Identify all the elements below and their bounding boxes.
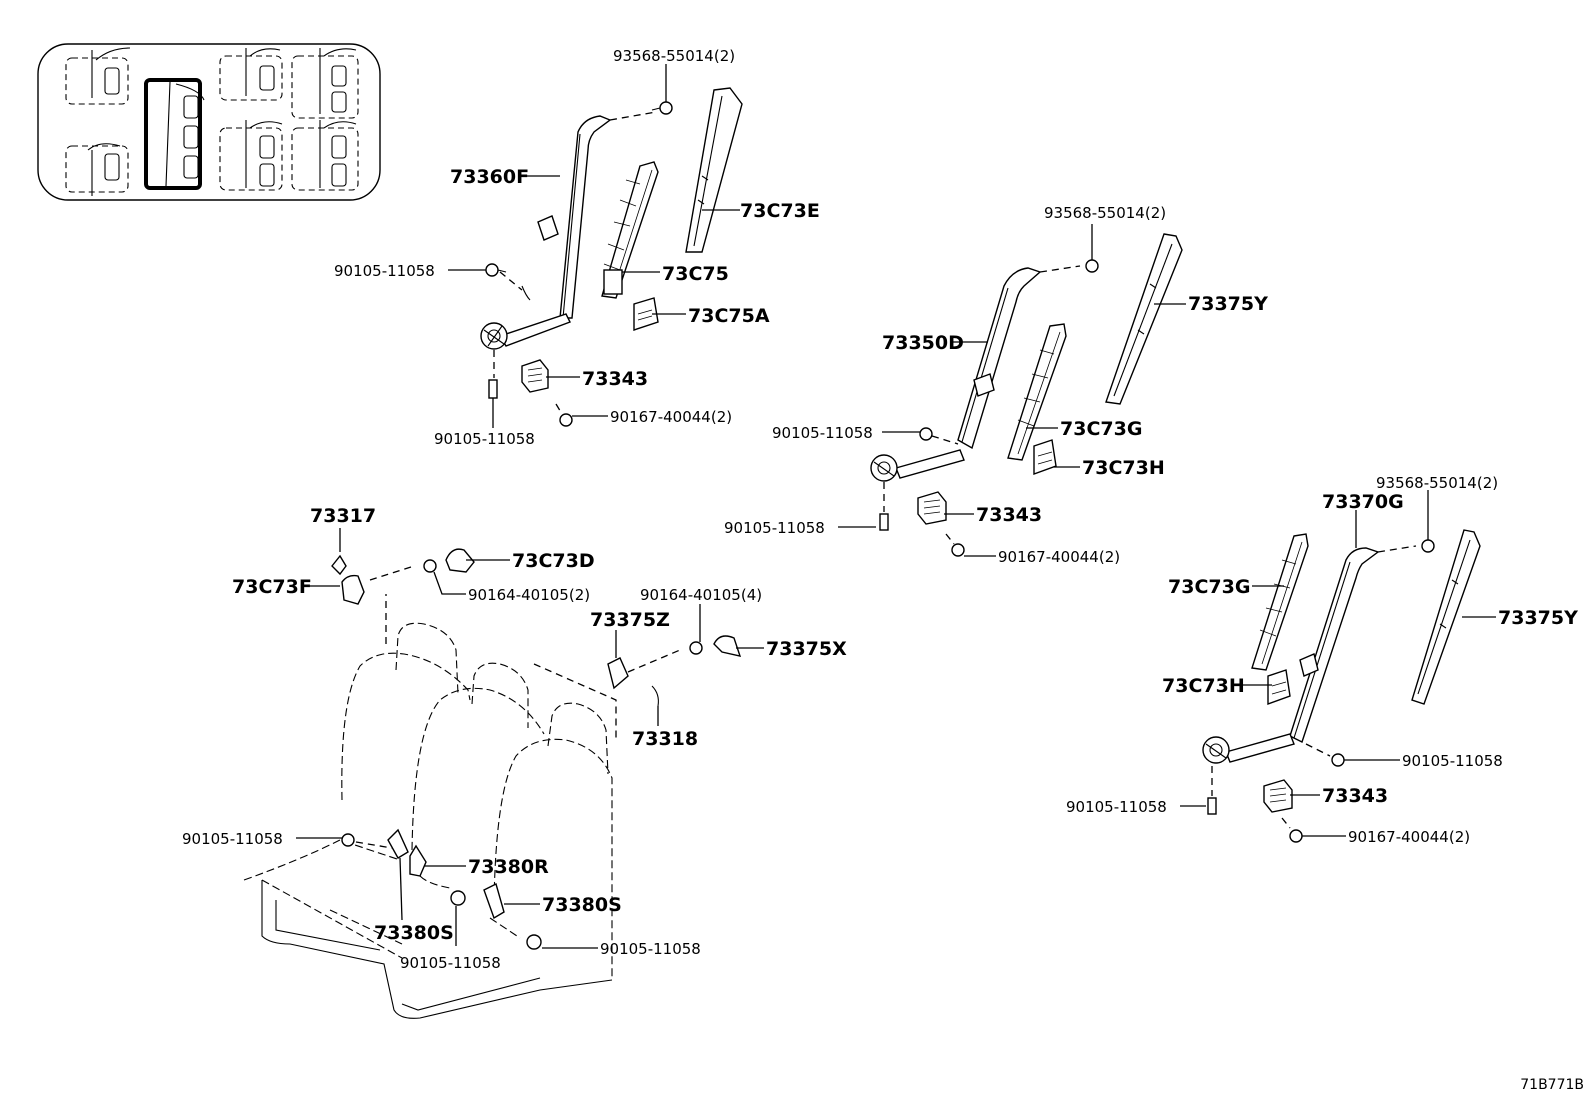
label-73375Z: 73375Z [590, 609, 670, 631]
label-73C73G-b: 73C73G [1168, 576, 1250, 598]
vehicle-seat-locator [37, 43, 381, 201]
label-90105-11058-c: 90105-11058 [772, 424, 873, 442]
belt-assembly-73370G [1202, 539, 1435, 843]
label-73C73E: 73C73E [740, 200, 820, 222]
label-73C73F: 73C73F [232, 576, 312, 598]
bench-belt-parts [331, 548, 742, 950]
label-90105-11058-a: 90105-11058 [334, 262, 435, 280]
label-90105-11058-i: 90105-11058 [600, 940, 701, 958]
illustration-code: 71B771B [1520, 1077, 1584, 1093]
anchor-cover-73343-c [1263, 779, 1293, 813]
label-73375Y-b: 73375Y [1498, 607, 1578, 629]
label-73350D: 73350D [882, 332, 964, 354]
trim-73C73E [685, 87, 743, 253]
label-90164-40105-a: 90164-40105(2) [468, 586, 590, 604]
cover-73C73H-b [1267, 669, 1291, 705]
label-73C75: 73C75 [662, 263, 729, 285]
bench-seat [243, 565, 681, 1019]
guide-73C73G-b [1251, 533, 1309, 671]
label-73C73H-a: 73C73H [1082, 457, 1165, 479]
group2-labels: 93568-55014(2) 73375Y 73350D 90105-11058… [724, 204, 1268, 566]
label-73317: 73317 [310, 505, 376, 527]
label-73C73G-a: 73C73G [1060, 418, 1142, 440]
label-90105-11058-h: 90105-11058 [400, 954, 501, 972]
guide-73C75 [601, 161, 659, 299]
cover-73C75A [633, 297, 659, 331]
label-90105-11058-f: 90105-11058 [1066, 798, 1167, 816]
anchor-cover-73343-b [917, 491, 947, 525]
label-90167-40044-c: 90167-40044(2) [1348, 828, 1470, 846]
label-73375X: 73375X [766, 638, 847, 660]
anchor-cover-73343-a [521, 359, 549, 393]
group1-labels: 93568-55014(2) 73360F 73C73E 90105-11058… [334, 47, 820, 448]
label-73343-a: 73343 [582, 368, 648, 390]
label-90167-40044-a: 90167-40044(2) [610, 408, 732, 426]
belt-assembly-73350D [870, 259, 1099, 557]
label-73343-c: 73343 [1322, 785, 1388, 807]
trim-73375Y-a [1105, 233, 1183, 405]
trim-73375Y-b [1411, 529, 1481, 705]
label-90105-11058-e: 90105-11058 [1402, 752, 1503, 770]
label-73C75A: 73C75A [688, 305, 770, 327]
label-93568-55014-c: 93568-55014(2) [1376, 474, 1498, 492]
label-90167-40044-b: 90167-40044(2) [998, 548, 1120, 566]
label-73380S-b: 73380S [374, 922, 454, 944]
label-90164-40105-b: 90164-40105(4) [640, 586, 762, 604]
belt-assembly-73360F [480, 101, 673, 427]
guide-73C73G-a [1007, 323, 1067, 461]
label-93568-55014-a: 93568-55014(2) [613, 47, 735, 65]
label-73360F: 73360F [450, 166, 529, 188]
group3-labels: 93568-55014(2) 73370G 73C73G 73375Y 73C7… [1066, 474, 1578, 846]
label-73C73H-b: 73C73H [1162, 675, 1245, 697]
group4-labels: 73317 73C73F 73C73D 90164-40105(2) 90164… [182, 505, 847, 972]
label-90105-11058-d: 90105-11058 [724, 519, 825, 537]
label-93568-55014-b: 93568-55014(2) [1044, 204, 1166, 222]
label-73380S-a: 73380S [542, 894, 622, 916]
label-73C73D: 73C73D [512, 550, 595, 572]
label-90105-11058-g: 90105-11058 [182, 830, 283, 848]
cover-73C73H-a [1033, 439, 1057, 475]
label-73370G: 73370G [1322, 491, 1404, 513]
label-73343-b: 73343 [976, 504, 1042, 526]
label-73380R: 73380R [468, 856, 549, 878]
label-73375Y-a: 73375Y [1188, 293, 1268, 315]
label-73318: 73318 [632, 728, 698, 750]
label-90105-11058-b: 90105-11058 [434, 430, 535, 448]
